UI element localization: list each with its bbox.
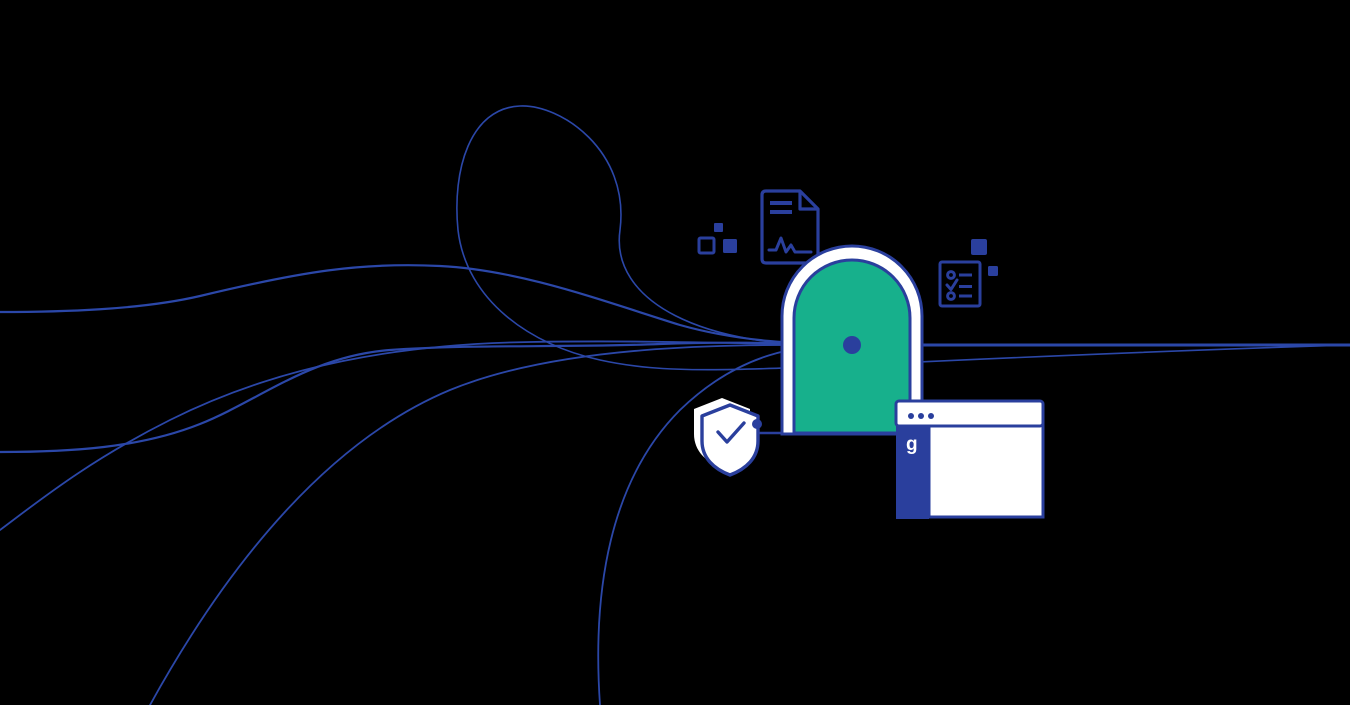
decor-square-small-filled (714, 223, 723, 232)
shield-connector-dot (752, 419, 762, 429)
security-shield-icon (694, 398, 760, 477)
shield-check-icon (716, 421, 746, 444)
checklist-icon (938, 260, 982, 308)
browser-titlebar-dot-1[interactable] (908, 413, 914, 419)
browser-titlebar[interactable] (894, 399, 1045, 428)
decor-square-filled (971, 239, 987, 255)
flow-wave-upper (0, 264, 854, 347)
flow-curve-lower (0, 340, 853, 531)
document-text-line-2 (770, 210, 792, 214)
connection-flow-lines (0, 105, 1350, 705)
connection-hub-dot (843, 336, 861, 354)
report-document-icon (760, 189, 820, 265)
browser-content-area[interactable] (927, 422, 1045, 519)
decor-square-outlined (697, 236, 716, 255)
decor-square-filled (723, 239, 737, 253)
browser-window[interactable]: g (894, 399, 1045, 519)
browser-titlebar-dot-2[interactable] (918, 413, 924, 419)
checklist-check-icon (945, 278, 959, 291)
document-folded-corner (798, 191, 818, 211)
checklist-bullet-1 (946, 270, 956, 280)
checklist-line-2 (959, 285, 972, 288)
flow-loop-ellipse (456, 105, 1350, 371)
browser-sidebar-letter: g (906, 434, 918, 455)
document-text-line-1 (770, 201, 792, 205)
checklist-line-3 (959, 294, 972, 298)
decor-squares-right (971, 239, 998, 276)
decor-square-small-filled (988, 266, 998, 276)
browser-titlebar-dot-3[interactable] (928, 413, 934, 419)
checklist-bullet-3 (946, 291, 956, 301)
browser-sidebar[interactable] (896, 424, 929, 519)
checklist-line-1 (959, 273, 972, 277)
flow-curve-steep-left (149, 343, 853, 705)
document-waveform (767, 236, 813, 254)
decor-squares-left (697, 223, 737, 255)
